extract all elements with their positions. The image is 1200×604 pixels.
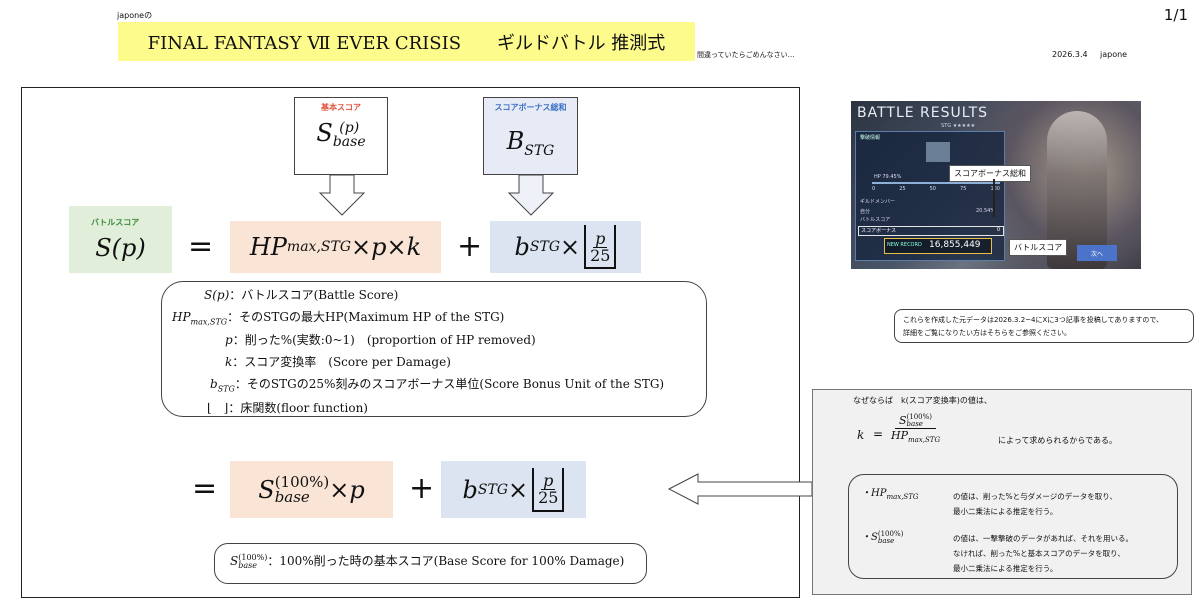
base-score-caption: 基本スコア: [321, 103, 361, 112]
definition2-brace: [214, 543, 647, 584]
hp-bar: [872, 182, 1000, 184]
item2-text: の値は、一撃撃破のデータがあれば、それを用いる。なければ、削った%と基本スコアの…: [953, 534, 1133, 573]
def-s100: S(100%)base：100%削った時の基本スコア(Base Score fo…: [230, 552, 625, 570]
base-score-arrow: [318, 175, 366, 216]
k-symbol: k: [857, 428, 865, 442]
k-equals: =: [873, 427, 884, 441]
battle-score-caption: バトルスコア: [91, 218, 140, 227]
base-score-callout: 基本スコア S(p)base: [294, 97, 388, 175]
author-label: japoneの: [117, 11, 153, 20]
bonus-sum-caption: スコアボーナス総和: [494, 103, 567, 112]
equals-sign: =: [188, 229, 214, 264]
battle-score-label: バトルスコア: [1009, 239, 1068, 256]
panel-brace: [848, 474, 1178, 579]
new-record-box: NEW RECORD 16,855,449: [884, 238, 992, 254]
plus-sign: +: [457, 229, 483, 264]
explanation-panel: なぜならば k(スコア変換率)の値は、 k = S(100%)base HPma…: [812, 389, 1192, 595]
bonus-sum-label: スコアボーナス総和: [949, 165, 1031, 182]
k-fraction: S(100%)base HPmax,STG: [891, 413, 941, 445]
note-line-2: 詳細をご覧になりたい方はそちらをご参照ください。: [903, 329, 1071, 337]
battle-results-screenshot: BATTLE RESULTS STG ★★★★★ 撃破情報 HP 79.45% …: [851, 101, 1141, 269]
apology-note: 間違っていたらごめんなさい…: [697, 51, 795, 59]
def-battle-score: S(p)：バトルスコア(Battle Score): [204, 288, 399, 302]
score-value: 16,855,449: [929, 240, 981, 250]
def-b-stg: bSTG：そのSTGの25%刻みのスコアボーナス単位(Score Bonus U…: [210, 377, 665, 394]
source-note: これらを作成した元データは2026.3.2~4にXに3つ記事を投稿してありますの…: [894, 309, 1194, 343]
battle-score-box: バトルスコア S(p): [69, 206, 172, 273]
def-floor: ⌊ ⌋：床関数(floor function): [207, 400, 368, 415]
score-bonus-row: スコアボーナス 0: [858, 226, 1004, 236]
note-line-1: これらを作成した元データは2026.3.2~4にXに3つ記事を投稿してありますの…: [903, 316, 1164, 324]
lhs-symbol: S(p): [95, 234, 146, 262]
s100-term-box: S(100%)base×p: [230, 461, 393, 518]
bonus-pointer: [993, 179, 995, 217]
bonus-sum-callout: スコアボーナス総和 BSTG: [483, 97, 578, 175]
stg-stars: STG ★★★★★: [941, 123, 976, 129]
equals-sign-2: =: [192, 471, 218, 506]
panel-intro: なぜならば k(スコア変換率)の値は、: [853, 396, 992, 405]
item1-text: の値は、削った%と与ダメージのデータを取り、最小二乗法による推定を行う。: [953, 492, 1117, 516]
item2-symbol: ・S(100%)base: [861, 529, 904, 545]
def-k: k：スコア変換率 (Score per Damage): [225, 355, 451, 370]
page-title: FINAL FANTASY Ⅶ EVER CRISIS ギルドバトル 推測式: [118, 22, 695, 61]
left-arrow: [668, 473, 813, 505]
bonus-sum-arrow: [507, 175, 555, 216]
s-base-symbol: S(p)base: [316, 119, 366, 150]
b-stg-symbol: BSTG: [506, 127, 555, 159]
byline: japone: [1100, 50, 1128, 59]
plus-sign-2: +: [409, 471, 435, 506]
page-number: 1/1: [1163, 6, 1188, 24]
hp-text: HP 79.45%: [874, 174, 902, 180]
formula-frame: [21, 87, 800, 598]
definitions-list: S(p)：バトルスコア(Battle Score) HPmax,STG：そのST…: [172, 284, 692, 416]
def-hp-max: HPmax,STG：そのSTGの最大HP(Maximum HP of the S…: [172, 310, 505, 327]
definitions-brace: [161, 281, 707, 417]
item1-symbol: ・HPmax,STG: [861, 488, 919, 501]
enemy-thumbnail: [926, 142, 950, 162]
def-p: p：削った%(実数:0~1) (proportion of HP removed…: [225, 333, 536, 348]
page-title-text: FINAL FANTASY Ⅶ EVER CRISIS ギルドバトル 推測式: [147, 32, 666, 54]
k-reason: によって求められるからである。: [998, 436, 1118, 445]
next-button: 次へ: [1077, 245, 1117, 261]
date-label: 2026.3.4: [1052, 50, 1088, 59]
results-title: BATTLE RESULTS: [857, 105, 989, 121]
